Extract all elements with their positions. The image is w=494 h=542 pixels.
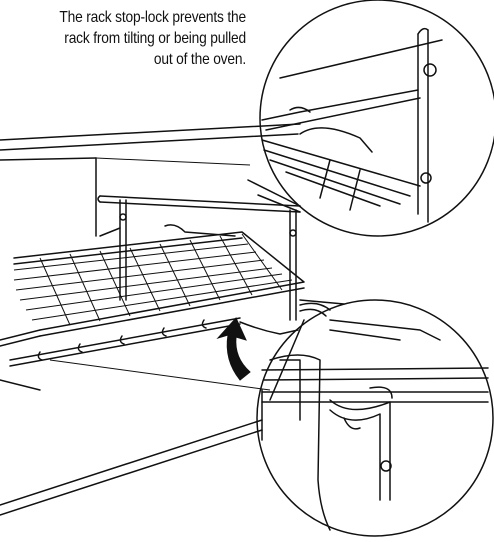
lower-detail-callout: [256, 299, 494, 537]
caption-line-2: rack from tilting or being pulled: [64, 30, 246, 47]
oven-cavity: [0, 123, 301, 516]
caption-line-3: out of the oven.: [153, 51, 246, 68]
side-rail: [97, 195, 301, 321]
upper-detail-callout: [247, 0, 494, 237]
caption: The rack stop-lock prevents the rack fro…: [34, 7, 246, 70]
caption-line-1: The rack stop-lock prevents the: [59, 9, 247, 26]
wire-rack: [0, 231, 331, 367]
curved-up-arrow-icon: [216, 317, 251, 381]
